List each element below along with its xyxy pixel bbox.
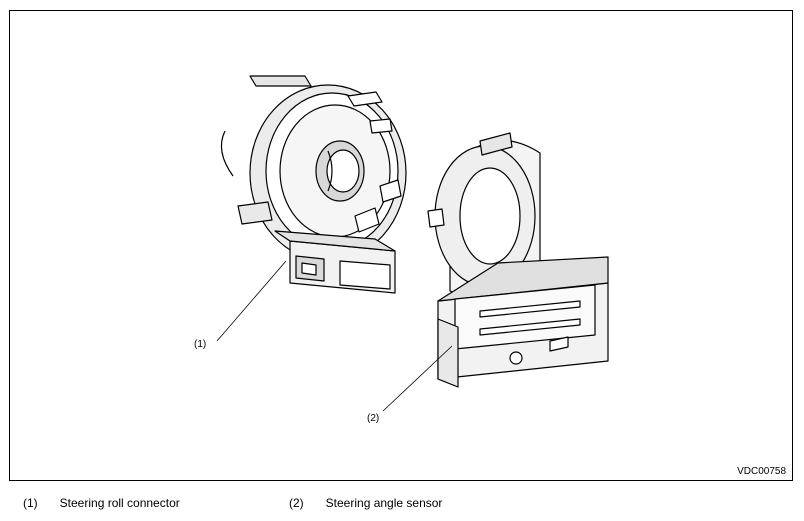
figure-code: VDC00758 (737, 466, 786, 477)
legend-number-2: (2) (289, 496, 304, 510)
legend-label-2: Steering angle sensor (325, 496, 443, 510)
callout-1: (1) (194, 339, 207, 350)
leader-line-1 (216, 260, 287, 342)
steering-angle-sensor-drawing (427, 132, 609, 388)
leader-line-2 (382, 345, 453, 412)
figure-frame: (1) (2) VDC00758 (9, 10, 793, 481)
legend-label-1: Steering roll connector (59, 496, 180, 510)
steering-roll-connector-drawing (220, 75, 407, 294)
legend-item-1: (1) Steering roll connector (23, 496, 180, 510)
callout-2: (2) (367, 413, 380, 424)
legend-item-2: (2) Steering angle sensor (289, 496, 442, 510)
component-illustration (216, 75, 609, 412)
legend-number-1: (1) (23, 496, 38, 510)
